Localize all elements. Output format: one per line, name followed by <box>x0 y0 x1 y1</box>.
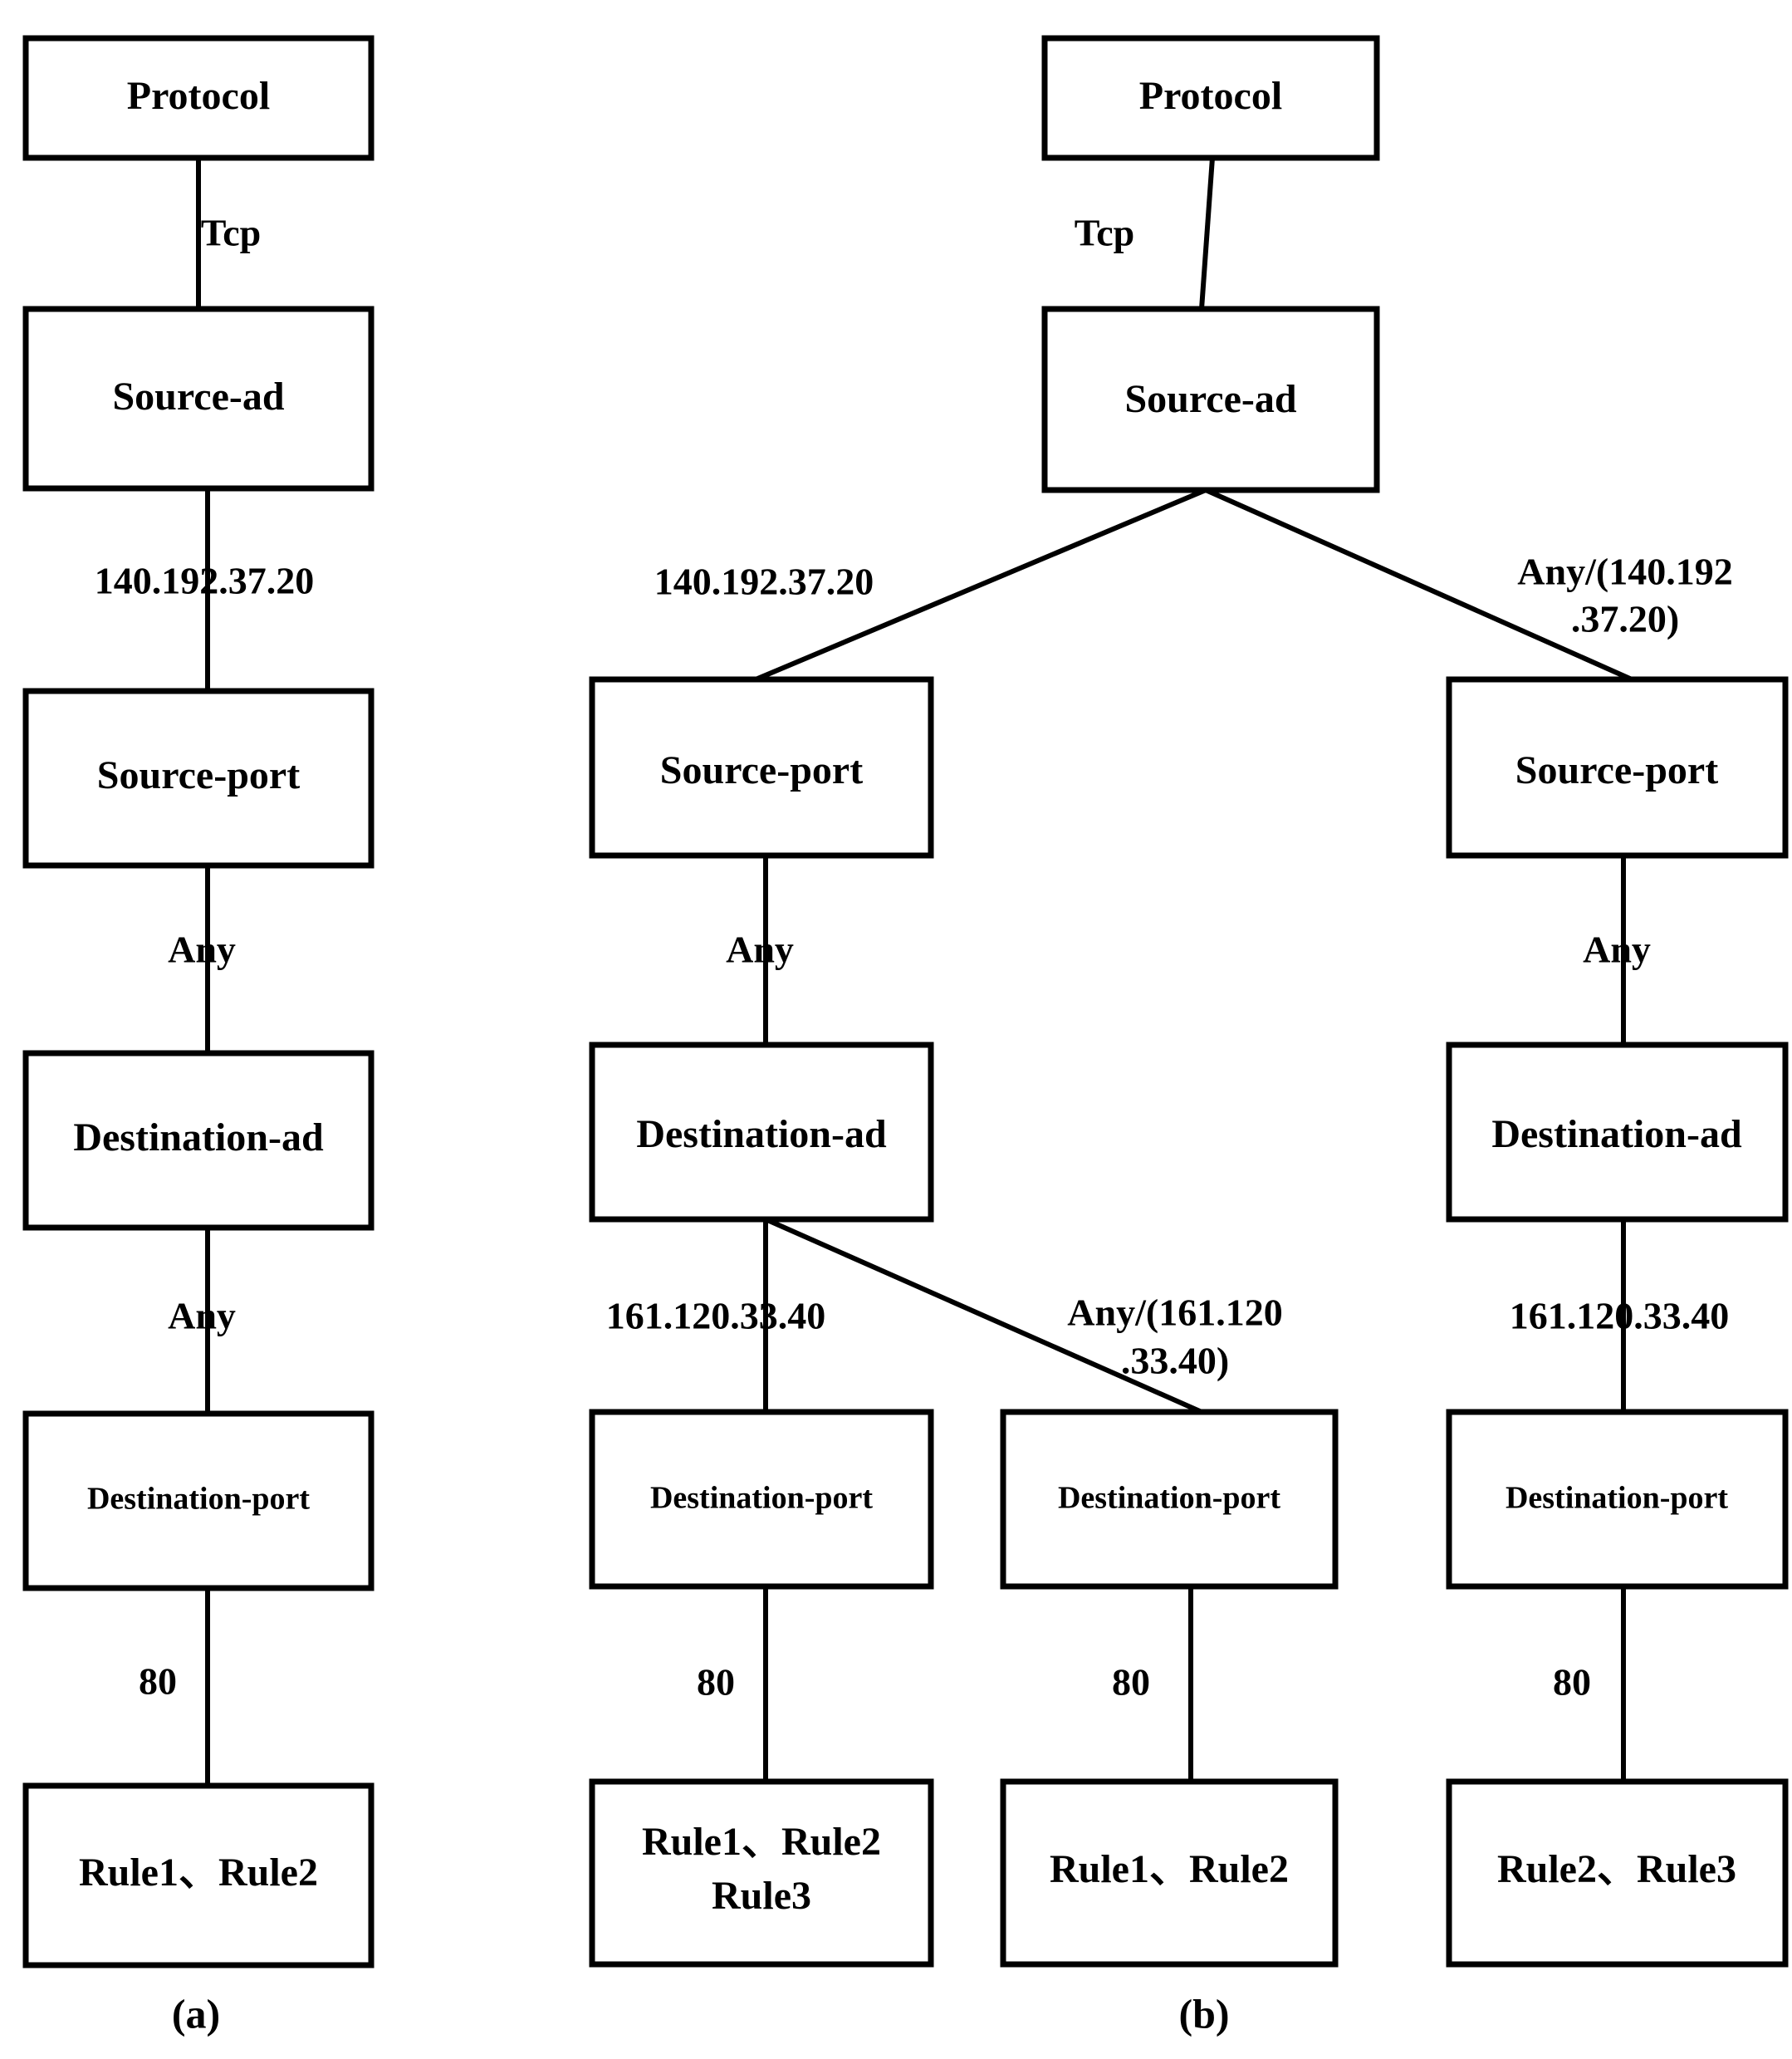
edge-label-b-dest-ip-mid-line1: Any/(161.120 <box>1067 1292 1282 1334</box>
node-b-destination-port-3-label: Destination-port <box>1506 1481 1728 1516</box>
edge-label-b-source-port-any-right: Any <box>1583 929 1651 971</box>
node-b-destination-ad-1-label: Destination-ad <box>636 1112 887 1156</box>
node-a-destination-ad-label: Destination-ad <box>73 1115 324 1159</box>
edge-label-b-source-port-any-left: Any <box>726 929 794 971</box>
node-b-destination-ad-2[interactable] <box>1446 1042 1789 1223</box>
node-a-source-ad[interactable] <box>22 306 375 492</box>
node-a-destination-port[interactable] <box>22 1410 375 1591</box>
edge-label-a-dest-port-80: 80 <box>139 1660 177 1703</box>
node-a-rules-label: Rule1、Rule2 <box>79 1851 318 1895</box>
node-b-rules-1-label-line1: Rule1、Rule2 <box>642 1820 881 1864</box>
edge-label-b-dest-ip-mid-line2: .33.40) <box>1121 1340 1229 1382</box>
node-b-destination-port-2[interactable] <box>1000 1409 1339 1590</box>
node-b-rules-3[interactable] <box>1446 1778 1789 1968</box>
edge-label-b-dest-port-80-2: 80 <box>1112 1661 1150 1704</box>
node-b-protocol[interactable] <box>1041 35 1380 161</box>
node-a-source-port[interactable] <box>22 688 375 869</box>
edge-b-destad1-to-destport2 <box>764 1217 1203 1414</box>
node-a-source-ad-label: Source-ad <box>112 375 284 419</box>
node-a-protocol[interactable] <box>22 35 375 161</box>
edge-label-b-source-ip-left: 140.192.37.20 <box>654 561 874 603</box>
node-b-source-ad[interactable] <box>1041 306 1380 493</box>
node-b-destination-ad-2-label: Destination-ad <box>1491 1112 1742 1156</box>
edge-label-b-source-ip-right-line1: Any/(140.192 <box>1517 551 1732 593</box>
node-b-destination-port-1[interactable] <box>589 1409 934 1590</box>
edge-label-a-source-port-any: Any <box>168 929 236 971</box>
node-b-source-port-1[interactable] <box>589 676 934 859</box>
node-b-source-ad-label: Source-ad <box>1124 377 1296 421</box>
node-b-destination-port-2-label: Destination-port <box>1058 1481 1280 1516</box>
node-b-destination-ad-1[interactable] <box>589 1042 934 1223</box>
edge-label-b-dest-port-80-3: 80 <box>1553 1661 1591 1704</box>
node-b-rules-2-label: Rule1、Rule2 <box>1050 1847 1289 1891</box>
node-b-rules-1[interactable] <box>589 1778 934 1968</box>
edge-label-b-dest-ip-left: 161.120.33.40 <box>606 1295 826 1337</box>
node-b-source-port-2-label: Source-port <box>1515 748 1718 792</box>
edge-label-a-dest-ip-any: Any <box>168 1295 236 1337</box>
node-b-source-port-1-label: Source-port <box>660 748 863 792</box>
edge-label-b-tcp: Tcp <box>1075 212 1134 254</box>
edge-b-sourcead-to-sourceport-left <box>754 488 1207 682</box>
node-a-destination-ad[interactable] <box>22 1050 375 1231</box>
node-b-rules-2[interactable] <box>1000 1778 1339 1968</box>
edge-label-b-dest-ip-right: 161.120.33.40 <box>1510 1295 1730 1337</box>
caption-panel-a: (a) <box>172 1990 220 2037</box>
node-b-protocol-label: Protocol <box>1139 74 1282 118</box>
edge-label-a-tcp: Tcp <box>201 212 261 254</box>
edge-b-protocol-to-sourcead <box>1199 157 1215 310</box>
node-a-destination-port-label: Destination-port <box>87 1482 310 1517</box>
node-a-rules[interactable] <box>22 1782 375 1968</box>
edge-label-b-source-ip-right-line2: .37.20) <box>1571 598 1679 640</box>
node-b-rules-3-label: Rule2、Rule3 <box>1497 1847 1736 1891</box>
node-b-source-port-2[interactable] <box>1446 676 1789 859</box>
caption-panel-b: (b) <box>1178 1990 1229 2037</box>
node-b-destination-port-1-label: Destination-port <box>650 1481 873 1516</box>
edge-b-sourcead-to-sourceport-right <box>1204 488 1633 682</box>
edge-label-b-dest-port-80-1: 80 <box>697 1661 735 1704</box>
node-a-protocol-label: Protocol <box>127 74 270 118</box>
node-b-destination-port-3[interactable] <box>1446 1409 1789 1590</box>
edge-label-a-source-ip: 140.192.37.20 <box>95 560 315 602</box>
node-b-rules-1-label-line2: Rule3 <box>712 1874 811 1918</box>
node-a-source-port-label: Source-port <box>97 753 300 797</box>
